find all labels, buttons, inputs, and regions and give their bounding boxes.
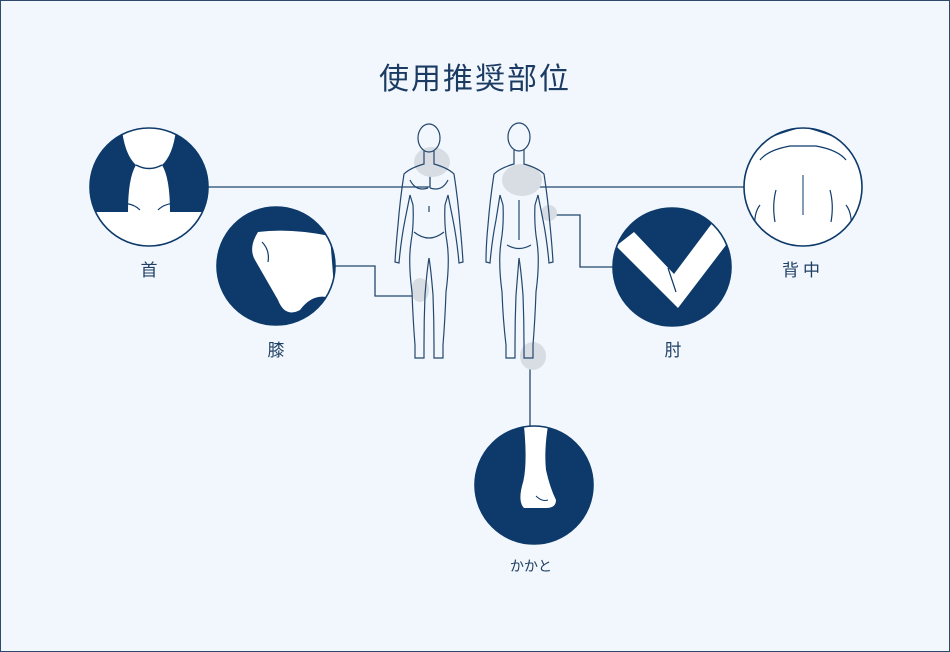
elbow-connector (546, 214, 613, 268)
neck-label: 首 (140, 261, 158, 281)
heel-illustration (474, 425, 594, 545)
knee-illustration (216, 206, 336, 326)
knee-label: 膝 (267, 341, 285, 361)
connector-lines (208, 170, 744, 426)
back-illustration (743, 127, 863, 247)
neck-highlight (414, 147, 450, 177)
heel-label: かかと (510, 559, 552, 575)
page-title: 使用推奨部位 (379, 62, 571, 97)
back-body-figure (485, 122, 554, 359)
highlight-spots (411, 147, 557, 370)
back-highlight (502, 164, 542, 196)
elbow-illustration (612, 207, 732, 327)
knee-connector (335, 265, 421, 297)
front-body-figure (394, 123, 464, 359)
back-label: 背中 (782, 261, 824, 281)
elbow-label: 肘 (664, 341, 682, 361)
neck-illustration (89, 127, 209, 247)
neck-connector (208, 170, 431, 188)
